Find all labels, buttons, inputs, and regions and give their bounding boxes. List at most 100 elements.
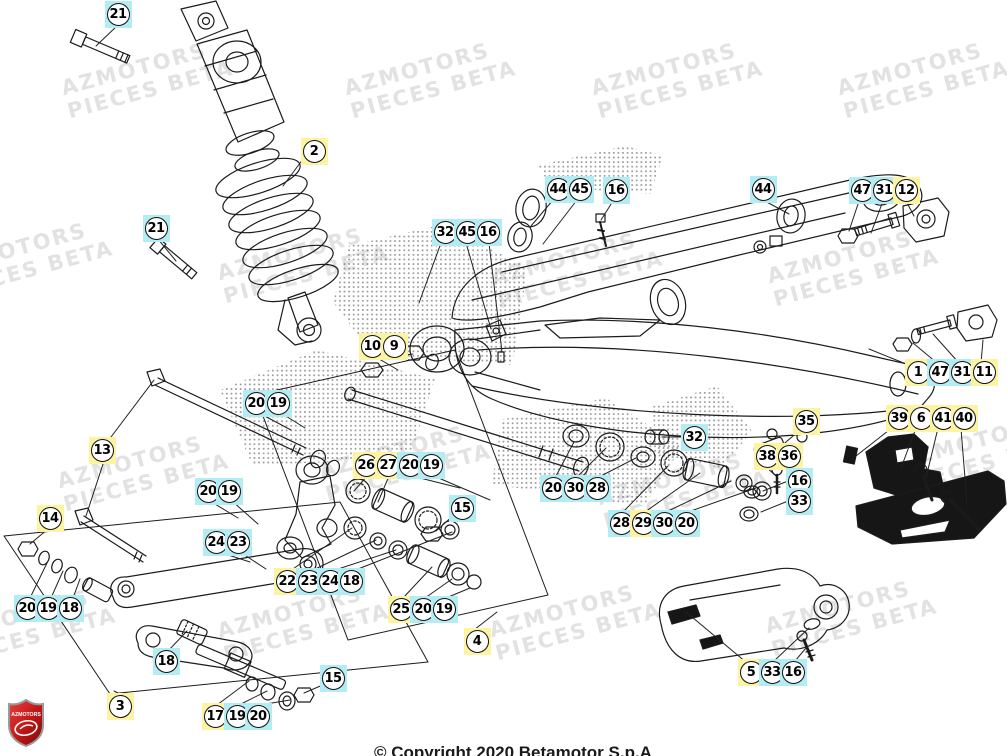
callout-number: 18 xyxy=(154,649,178,673)
callout-17: 17 xyxy=(201,702,229,730)
callout-number: 20 xyxy=(246,704,270,728)
callout-number: 19 xyxy=(419,453,443,477)
bearing-row-upper xyxy=(345,478,460,540)
callout-number: 40 xyxy=(952,406,976,430)
callout-number: 12 xyxy=(894,178,918,202)
callout-number: 16 xyxy=(476,220,500,244)
bolt-13-upper xyxy=(146,368,341,477)
callout-number: 9 xyxy=(382,334,406,358)
callout-number: 17 xyxy=(203,704,227,728)
callout-number: 22 xyxy=(275,569,299,593)
azmotors-logo: AZMOTORS xyxy=(8,698,44,748)
callout-19: 19 xyxy=(215,477,243,505)
callout-number: 19 xyxy=(217,479,241,503)
callout-18: 18 xyxy=(56,594,84,622)
callout-15: 15 xyxy=(448,494,476,522)
callout-number: 31 xyxy=(950,360,974,384)
callout-44: 44 xyxy=(749,175,777,203)
callout-number: 44 xyxy=(546,177,570,201)
callout-3: 3 xyxy=(106,692,134,720)
copyright-text: © Copyright 2020 Betamotor S.p.A xyxy=(374,743,652,756)
bolt-21-lower xyxy=(149,237,198,280)
callout-20: 20 xyxy=(244,702,272,730)
callout-number: 38 xyxy=(755,444,779,468)
callout-33: 33 xyxy=(785,487,813,515)
callout-21: 21 xyxy=(104,0,132,28)
callout-number: 47 xyxy=(928,360,952,384)
bolt-21-top xyxy=(69,28,131,64)
callout-23: 23 xyxy=(224,528,252,556)
callout-number: 6 xyxy=(909,406,933,430)
callout-20: 20 xyxy=(672,509,700,537)
callout-number: 33 xyxy=(787,489,811,513)
pull-rod-assembly xyxy=(17,541,324,711)
callout-16: 16 xyxy=(779,658,807,686)
callout-number: 13 xyxy=(90,438,114,462)
callout-number: 3 xyxy=(108,694,132,718)
callout-number: 41 xyxy=(931,406,955,430)
callout-number: 20 xyxy=(398,453,422,477)
callout-40: 40 xyxy=(950,404,978,432)
callout-number: 32 xyxy=(433,220,457,244)
callout-number: 30 xyxy=(652,511,676,535)
callout-number: 20 xyxy=(674,511,698,535)
callout-21: 21 xyxy=(142,214,170,242)
chain-guide xyxy=(739,433,1007,545)
callout-18: 18 xyxy=(337,567,365,595)
callout-number: 14 xyxy=(38,506,62,530)
callout-4: 4 xyxy=(463,627,491,655)
callout-number: 11 xyxy=(972,360,996,384)
callout-number: 32 xyxy=(682,425,706,449)
callout-number: 28 xyxy=(609,511,633,535)
callout-number: 16 xyxy=(781,660,805,684)
leader-lines xyxy=(29,24,984,706)
callout-12: 12 xyxy=(892,176,920,204)
callout-number: 33 xyxy=(760,660,784,684)
callout-number: 18 xyxy=(339,569,363,593)
callout-23: 23 xyxy=(295,567,323,595)
callout-number: 2 xyxy=(302,139,326,163)
callout-number: 15 xyxy=(450,496,474,520)
callout-number: 21 xyxy=(144,216,168,240)
linkage-knuckle xyxy=(276,455,338,560)
callout-45: 45 xyxy=(566,175,594,203)
group-box-pullrod xyxy=(3,501,429,695)
callout-number: 4 xyxy=(465,629,489,653)
callout-35: 35 xyxy=(792,407,820,435)
pivot-rod xyxy=(344,345,590,478)
callout-number: 23 xyxy=(226,530,250,554)
callout-number: 24 xyxy=(318,569,342,593)
callout-number: 23 xyxy=(297,569,321,593)
callout-number: 26 xyxy=(354,453,378,477)
top-fasteners xyxy=(485,188,998,363)
callout-number: 21 xyxy=(106,2,130,26)
callout-15: 15 xyxy=(319,664,347,692)
callout-16: 16 xyxy=(474,218,502,246)
callout-number: 19 xyxy=(432,597,456,621)
logo-shield xyxy=(8,698,44,748)
chain-slider xyxy=(658,567,850,663)
logo-text: AZMOTORS xyxy=(11,712,41,718)
callout-36: 36 xyxy=(775,442,803,470)
callout-19: 19 xyxy=(264,389,292,417)
callout-number: 35 xyxy=(794,409,818,433)
callout-number: 36 xyxy=(777,444,801,468)
callout-32: 32 xyxy=(431,218,459,246)
callout-11: 11 xyxy=(970,358,998,386)
callout-18: 18 xyxy=(152,647,180,675)
callout-number: 15 xyxy=(321,666,345,690)
callout-number: 45 xyxy=(568,177,592,201)
callout-number: 18 xyxy=(58,596,82,620)
callout-9: 9 xyxy=(380,332,408,360)
shock-absorber xyxy=(180,0,339,346)
callout-2: 2 xyxy=(300,137,328,165)
callout-number: 19 xyxy=(266,391,290,415)
callout-number: 28 xyxy=(585,476,609,500)
callout-19: 19 xyxy=(430,595,458,623)
bearing-row-lower xyxy=(343,516,482,590)
callout-19: 19 xyxy=(417,451,445,479)
callout-number: 16 xyxy=(604,178,628,202)
callout-number: 44 xyxy=(751,177,775,201)
